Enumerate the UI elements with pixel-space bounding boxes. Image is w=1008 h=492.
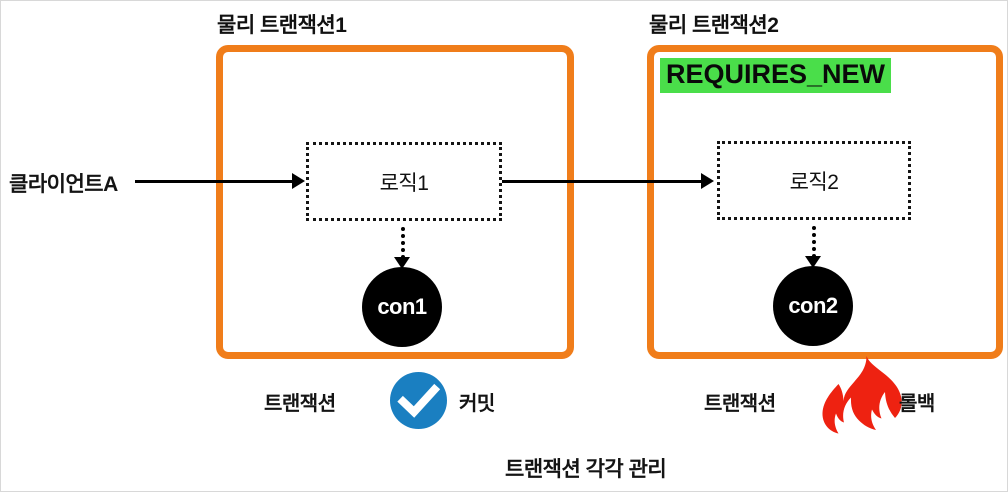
transaction-1-outcome-prefix: 트랜잭션 bbox=[264, 393, 336, 415]
client-to-logic-1-arrow-line bbox=[135, 180, 293, 183]
transaction-1-container bbox=[216, 45, 574, 359]
bottom-caption: 트랜잭션 각각 관리 bbox=[505, 458, 667, 481]
transaction-2-container bbox=[647, 45, 1003, 359]
logic-box-1-label: 로직1 bbox=[379, 171, 429, 195]
client-to-logic-1-arrowhead bbox=[292, 173, 305, 189]
connection-circle-2: con2 bbox=[773, 266, 853, 346]
logic-1-to-logic-2-arrowhead bbox=[701, 173, 714, 189]
transaction-2-title: 물리 트랜잭션2 bbox=[649, 14, 779, 37]
transaction-2-outcome-prefix: 트랜잭션 bbox=[704, 393, 776, 415]
transaction-2-outcome-label: 롤백 bbox=[899, 393, 935, 415]
connection-circle-2-label: con2 bbox=[788, 293, 838, 318]
logic-box-2: 로직2 bbox=[717, 141, 911, 220]
logic-1-to-con-1-connector bbox=[401, 227, 405, 259]
logic-box-2-label: 로직2 bbox=[789, 170, 839, 194]
client-label: 클라이언트A bbox=[9, 173, 118, 196]
connection-circle-1-label: con1 bbox=[377, 294, 427, 319]
logic-1-to-logic-2-arrow-line bbox=[502, 180, 702, 183]
logic-2-to-con-2-connector bbox=[812, 226, 816, 258]
check-circle-icon bbox=[390, 372, 447, 434]
connection-circle-1: con1 bbox=[362, 267, 442, 347]
flame-icon bbox=[819, 356, 905, 439]
logic-1-to-con-1-arrowhead bbox=[394, 257, 410, 269]
logic-box-1: 로직1 bbox=[306, 142, 502, 221]
propagation-requires-new-badge: REQUIRES_NEW bbox=[660, 58, 892, 94]
transaction-1-outcome-label: 커밋 bbox=[459, 393, 495, 415]
transaction-1-title: 물리 트랜잭션1 bbox=[217, 14, 347, 37]
logic-2-to-con-2-arrowhead bbox=[805, 256, 821, 268]
